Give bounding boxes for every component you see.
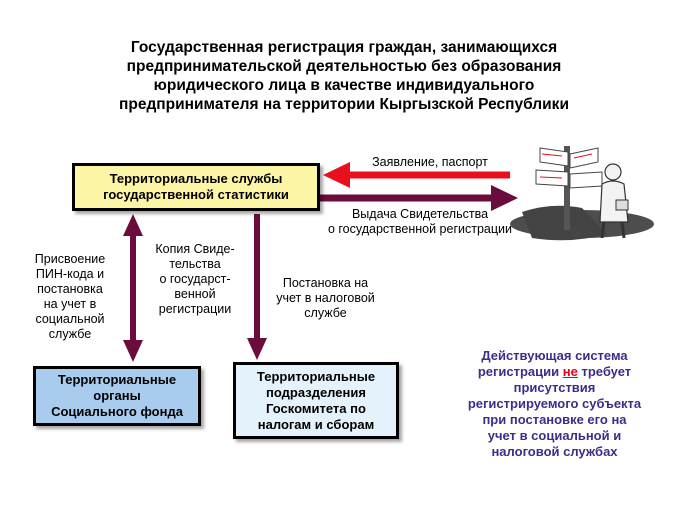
- tax-committee-box: Территориальные подразделения Госкомитет…: [233, 362, 399, 439]
- note-line: регистрируемого субъекта: [467, 396, 642, 411]
- page-title: Государственная регистрация граждан, зан…: [60, 38, 628, 114]
- note-line: учет в социальной и: [487, 428, 622, 443]
- label-line: о государст-: [159, 272, 231, 286]
- box-text: Территориальные: [256, 368, 376, 384]
- copy-down-arrow: [247, 214, 267, 360]
- note-line: Действующая система: [481, 348, 628, 363]
- title-line: юридического лица в качестве индивидуаль…: [153, 77, 535, 94]
- label-line: на учет в: [43, 297, 97, 311]
- box-text: органы: [93, 388, 141, 403]
- box-text: Социального фонда: [51, 404, 183, 419]
- box-text: Госкомитета по: [266, 400, 366, 416]
- businessman-at-signpost-icon: [510, 146, 654, 241]
- application-arrow: [323, 162, 510, 188]
- note-text: требует: [577, 364, 632, 379]
- box-text: налогам и сборам: [257, 416, 375, 432]
- label-line: учет в налоговой: [276, 291, 375, 305]
- note-line: налоговой службах: [491, 444, 618, 459]
- label-line: службе: [48, 327, 92, 341]
- certificate-arrow: [320, 185, 518, 211]
- label-line: Постановка на: [282, 276, 369, 290]
- label-line: Присвоение: [34, 252, 106, 266]
- label-line: ПИН-кода и: [35, 267, 105, 281]
- certificate-label: Выдача Свидетельства о государственной р…: [320, 207, 520, 237]
- label-line: венной: [174, 287, 216, 301]
- note-line: регистрации не требует: [452, 364, 657, 380]
- label-line: тельства: [169, 257, 221, 271]
- title-line: предпринимательской деятельностью без об…: [126, 58, 562, 75]
- social-fund-box: Территориальные органы Социального фонда: [33, 366, 201, 426]
- title-line: Государственная регистрация граждан, зан…: [130, 39, 558, 56]
- statistics-services-box: Территориальные службы государственной с…: [72, 163, 320, 211]
- certificate-copy-label: Копия Свиде- тельства о государст- венно…: [145, 242, 245, 317]
- label-line: Копия Свиде-: [155, 242, 235, 256]
- title-line: предпринимателя на территории Кыргызской…: [119, 96, 569, 113]
- box-text: Территориальные: [57, 372, 177, 387]
- box-text: Территориальные службы: [109, 171, 283, 186]
- box-text: государственной статистики: [103, 187, 289, 202]
- label-line: социальной: [35, 312, 105, 326]
- note-line: присутствия: [513, 380, 596, 395]
- note-line: при постановке его на: [482, 412, 627, 427]
- pin-code-label: Присвоение ПИН-кода и постановка на учет…: [20, 252, 120, 342]
- social-double-arrow: [123, 214, 143, 362]
- label-line: о государственной регистрации: [327, 222, 513, 236]
- registration-note: Действующая система регистрации не требу…: [452, 348, 657, 460]
- label-line: регистрации: [158, 302, 232, 316]
- application-label: Заявление, паспорт: [372, 155, 488, 169]
- label-line: Выдача Свидетельства: [351, 207, 489, 221]
- label-line: службе: [304, 306, 347, 320]
- label-line: постановка: [37, 282, 103, 296]
- tax-registration-label: Постановка на учет в налоговой службе: [268, 276, 383, 321]
- note-text: регистрации: [477, 364, 563, 379]
- box-text: подразделения: [266, 384, 366, 400]
- note-emphasis: не: [562, 364, 578, 379]
